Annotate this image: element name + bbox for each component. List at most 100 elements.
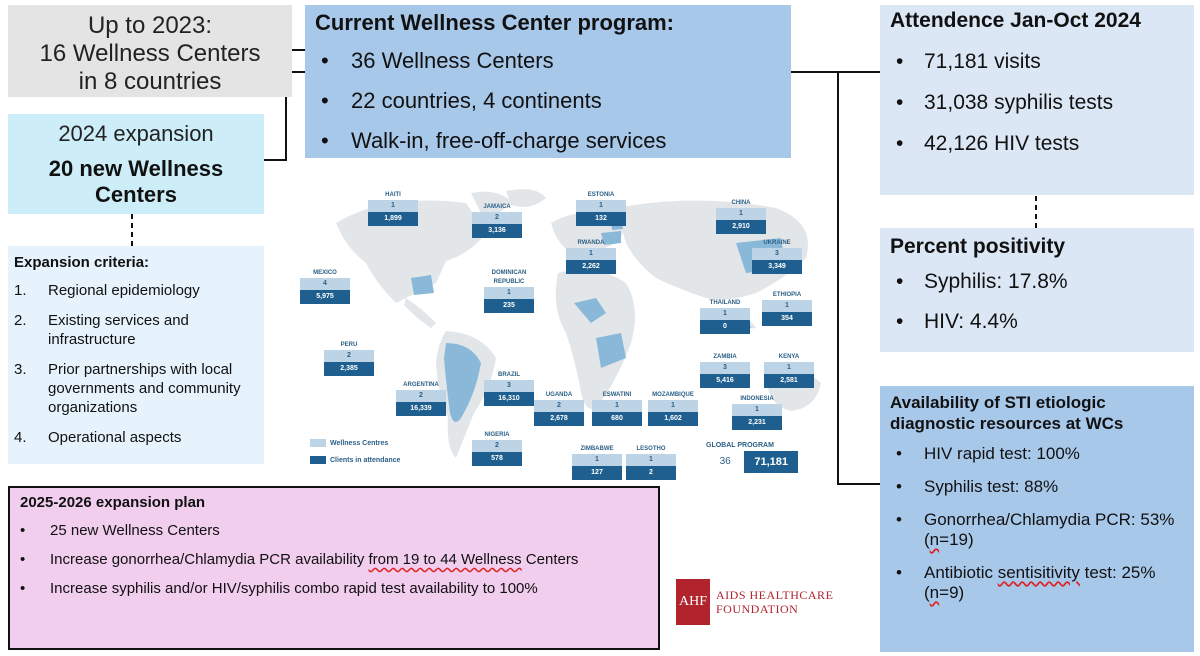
country-centers: 1 (762, 300, 812, 312)
country-clients: 2,262 (566, 260, 616, 274)
country-centers: 1 (764, 362, 814, 374)
country-clients: 5,416 (700, 374, 750, 388)
ahf-logo-mark: AHF (676, 579, 710, 625)
country-clients: 2,581 (764, 374, 814, 388)
country-centers: 2 (472, 440, 522, 452)
country-clients: 16,339 (396, 402, 446, 416)
country-name: CHINA (731, 200, 751, 206)
country-centers: 1 (626, 454, 676, 466)
expansion-criteria-title: Expansion criteria: (14, 254, 150, 271)
country-clients: 0 (700, 320, 750, 334)
expansion-plan-title: 2025-2026 expansion plan (20, 494, 206, 511)
country-centers: 1 (484, 287, 534, 299)
country-name: HAITI (385, 192, 401, 198)
plan-bullet: Increase gonorrhea/Chlamydia PCR availab… (20, 550, 648, 569)
attendance-box: Attendence Jan-Oct 2024 71,181 visits 31… (880, 5, 1194, 195)
country-name: UGANDA (545, 392, 573, 398)
criteria-text: Existing services and infrastructure (48, 312, 189, 348)
country-centers: 2 (534, 400, 584, 412)
current-program-box: Current Wellness Center program: 36 Well… (305, 5, 791, 161)
country-name: KENYA (778, 354, 800, 360)
country-clients: 680 (592, 412, 642, 426)
country-name: ZIMBABWE (580, 446, 614, 452)
attendance-title: Attendence Jan-Oct 2024 (890, 9, 1141, 32)
criteria-item: 3.Prior partnerships with local governme… (14, 360, 258, 417)
country-name: MOZAMBIQUE (652, 392, 694, 398)
positivity-bullet: Syphilis: 17.8% (890, 262, 1184, 302)
world-map-land (336, 189, 821, 458)
country-name: ETHIOPIA (772, 292, 802, 298)
availability-title: Availability of STI etiologic diagnostic… (890, 393, 1124, 433)
criteria-text: Regional epidemiology (48, 282, 200, 299)
current-program-bullet: Walk-in, free-off-charge services (315, 121, 781, 161)
expansion-criteria-box: Expansion criteria: 1. Regional epidemiol… (8, 246, 264, 464)
country-centers: 3 (700, 362, 750, 374)
country-clients: 5,975 (300, 290, 350, 304)
country-name: JAMAICA (483, 204, 511, 210)
criteria-item: 2.Existing services and infrastructure (14, 311, 258, 349)
availability-box: Availability of STI etiologic diagnostic… (880, 386, 1194, 652)
country-clients: 2,231 (732, 416, 782, 430)
legend-centres-swatch (310, 439, 326, 447)
country-centers: 1 (716, 208, 766, 220)
expansion-plan-box: 2025-2026 expansion plan 25 new Wellness… (8, 486, 660, 650)
country-name: DOMINICAN REPUBLIC (491, 270, 527, 285)
global-program-clients: 71,181 (744, 451, 798, 473)
country-centers: 1 (566, 248, 616, 260)
country-name: LESOTHO (636, 446, 666, 452)
country-centers: 3 (484, 380, 534, 392)
country-clients: 16,310 (484, 392, 534, 406)
country-clients: 127 (572, 466, 622, 480)
country-name: ZAMBIA (713, 354, 737, 360)
criteria-num: 4. (14, 429, 27, 446)
attendance-bullet: 31,038 syphilis tests (890, 82, 1184, 123)
country-name: ARGENTINA (403, 382, 439, 388)
legend-centres: Wellness Centres (310, 439, 388, 447)
country-centers: 2 (396, 390, 446, 402)
up-to-2023-line1: Up to 2023: (87, 12, 213, 39)
country-centers: 1 (648, 400, 698, 412)
legend-clients-swatch (310, 456, 326, 464)
country-centers: 1 (572, 454, 622, 466)
country-clients: 2,910 (716, 220, 766, 234)
criteria-item: 4.Operational aspects (14, 428, 258, 447)
country-clients: 578 (472, 452, 522, 466)
ahf-logo-text: AIDS HEALTHCARE FOUNDATION (716, 588, 834, 616)
country-clients: 3,136 (472, 224, 522, 238)
country-name: PERU (340, 342, 358, 348)
criteria-num: 1. (14, 282, 27, 299)
country-centers: 2 (324, 350, 374, 362)
country-clients: 2,385 (324, 362, 374, 376)
country-clients: 354 (762, 312, 812, 326)
country-centers: 1 (368, 200, 418, 212)
attendance-bullet: 42,126 HIV tests (890, 123, 1184, 164)
country-clients: 132 (576, 212, 626, 226)
country-clients: 1,899 (368, 212, 418, 226)
ahf-logo: AHF AIDS HEALTHCARE FOUNDATION (676, 577, 866, 627)
country-centers: 1 (592, 400, 642, 412)
country-name: INDONESIA (740, 396, 774, 402)
country-name: BRAZIL (498, 372, 520, 378)
country-name: UKRAINE (763, 240, 791, 246)
availability-bullet: Antibiotic sentisitivity test: 25% (n=9) (890, 563, 1184, 603)
country-centers: 2 (472, 212, 522, 224)
current-program-bullet: 36 Wellness Centers (315, 41, 781, 81)
country-name: NIGERIA (484, 432, 510, 438)
global-program-box: GLOBAL PROGRAM 36 71,181 (706, 441, 798, 473)
country-centers: 1 (576, 200, 626, 212)
